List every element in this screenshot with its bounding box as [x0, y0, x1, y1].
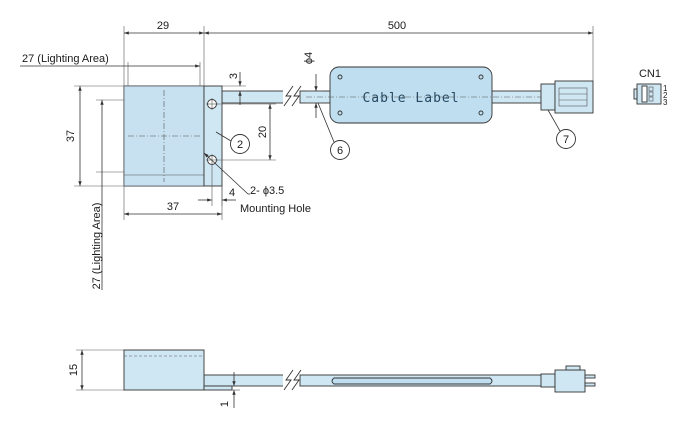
dim-side-height: 15: [68, 349, 124, 391]
svg-text:15: 15: [68, 364, 80, 376]
connector-top: [540, 80, 594, 114]
svg-text:7: 7: [563, 134, 569, 146]
svg-text:500: 500: [388, 20, 406, 32]
svg-text:29: 29: [157, 20, 169, 32]
mounting-bracket-top: [203, 85, 223, 187]
svg-text:4: 4: [229, 187, 235, 199]
dim-cable-length: 500: [204, 20, 594, 81]
dim-body-depth: 37: [123, 186, 223, 220]
dim-body-height: 37: [65, 85, 124, 187]
svg-text:6: 6: [337, 145, 343, 157]
svg-text:20: 20: [257, 126, 269, 138]
leader-mounting-hole: 2- ϕ3.5 Mounting Hole: [203, 152, 311, 215]
connector-side: [540, 365, 596, 393]
balloon-2: 2: [215, 131, 250, 154]
dim-lighting-area-horizontal: 27 (Lighting Area): [20, 53, 201, 86]
cable-label-side: [331, 377, 493, 385]
dim-lighting-area-vertical: 27 (Lighting Area): [91, 99, 124, 290]
cable-top-mid: [299, 90, 333, 104]
svg-text:2- ϕ3.5: 2- ϕ3.5: [250, 185, 284, 197]
dim-bracket-thickness: 1: [219, 372, 240, 408]
light-body-top: [123, 85, 205, 187]
cn1-pin-3: 3: [663, 98, 668, 107]
balloon-7: 7: [547, 109, 576, 149]
cn1-connector-detail: CN1 1 2 3: [633, 68, 668, 107]
cn1-pin-1: 1: [663, 84, 668, 93]
dim-cable-diameter: ϕ4: [303, 52, 322, 118]
balloon-6: 6: [317, 102, 350, 160]
light-body-side: [123, 349, 205, 391]
cable-break-top: [283, 85, 302, 108]
side-view: 15 1: [68, 349, 596, 408]
cn1-title: CN1: [639, 68, 661, 80]
bracket-plate-side: [203, 385, 233, 391]
svg-text:27 (Lighting Area): 27 (Lighting Area): [91, 203, 103, 290]
cn1-pin-2: 2: [663, 91, 668, 100]
dim-hole-edge: 4: [198, 166, 236, 206]
svg-text:37: 37: [167, 201, 179, 213]
svg-text:1: 1: [219, 401, 231, 407]
svg-text:27 (Lighting Area): 27 (Lighting Area): [22, 53, 109, 65]
top-view: Cable Label 29 500 2 7: [20, 20, 594, 290]
cable-label-tag: Cable Label: [306, 66, 556, 124]
dim-bracket-gap: 3: [222, 72, 246, 105]
cable-label-text: Cable Label: [362, 91, 459, 106]
dim-hole-pitch: 20: [216, 103, 276, 161]
dim-body-width: 29: [123, 20, 205, 86]
svg-text:ϕ4: ϕ4: [303, 52, 315, 64]
svg-text:37: 37: [65, 130, 77, 142]
svg-text:3: 3: [228, 73, 240, 79]
svg-text:Mounting Hole: Mounting Hole: [240, 203, 311, 215]
svg-text:2: 2: [237, 139, 243, 151]
cable-top-left: [221, 90, 287, 104]
